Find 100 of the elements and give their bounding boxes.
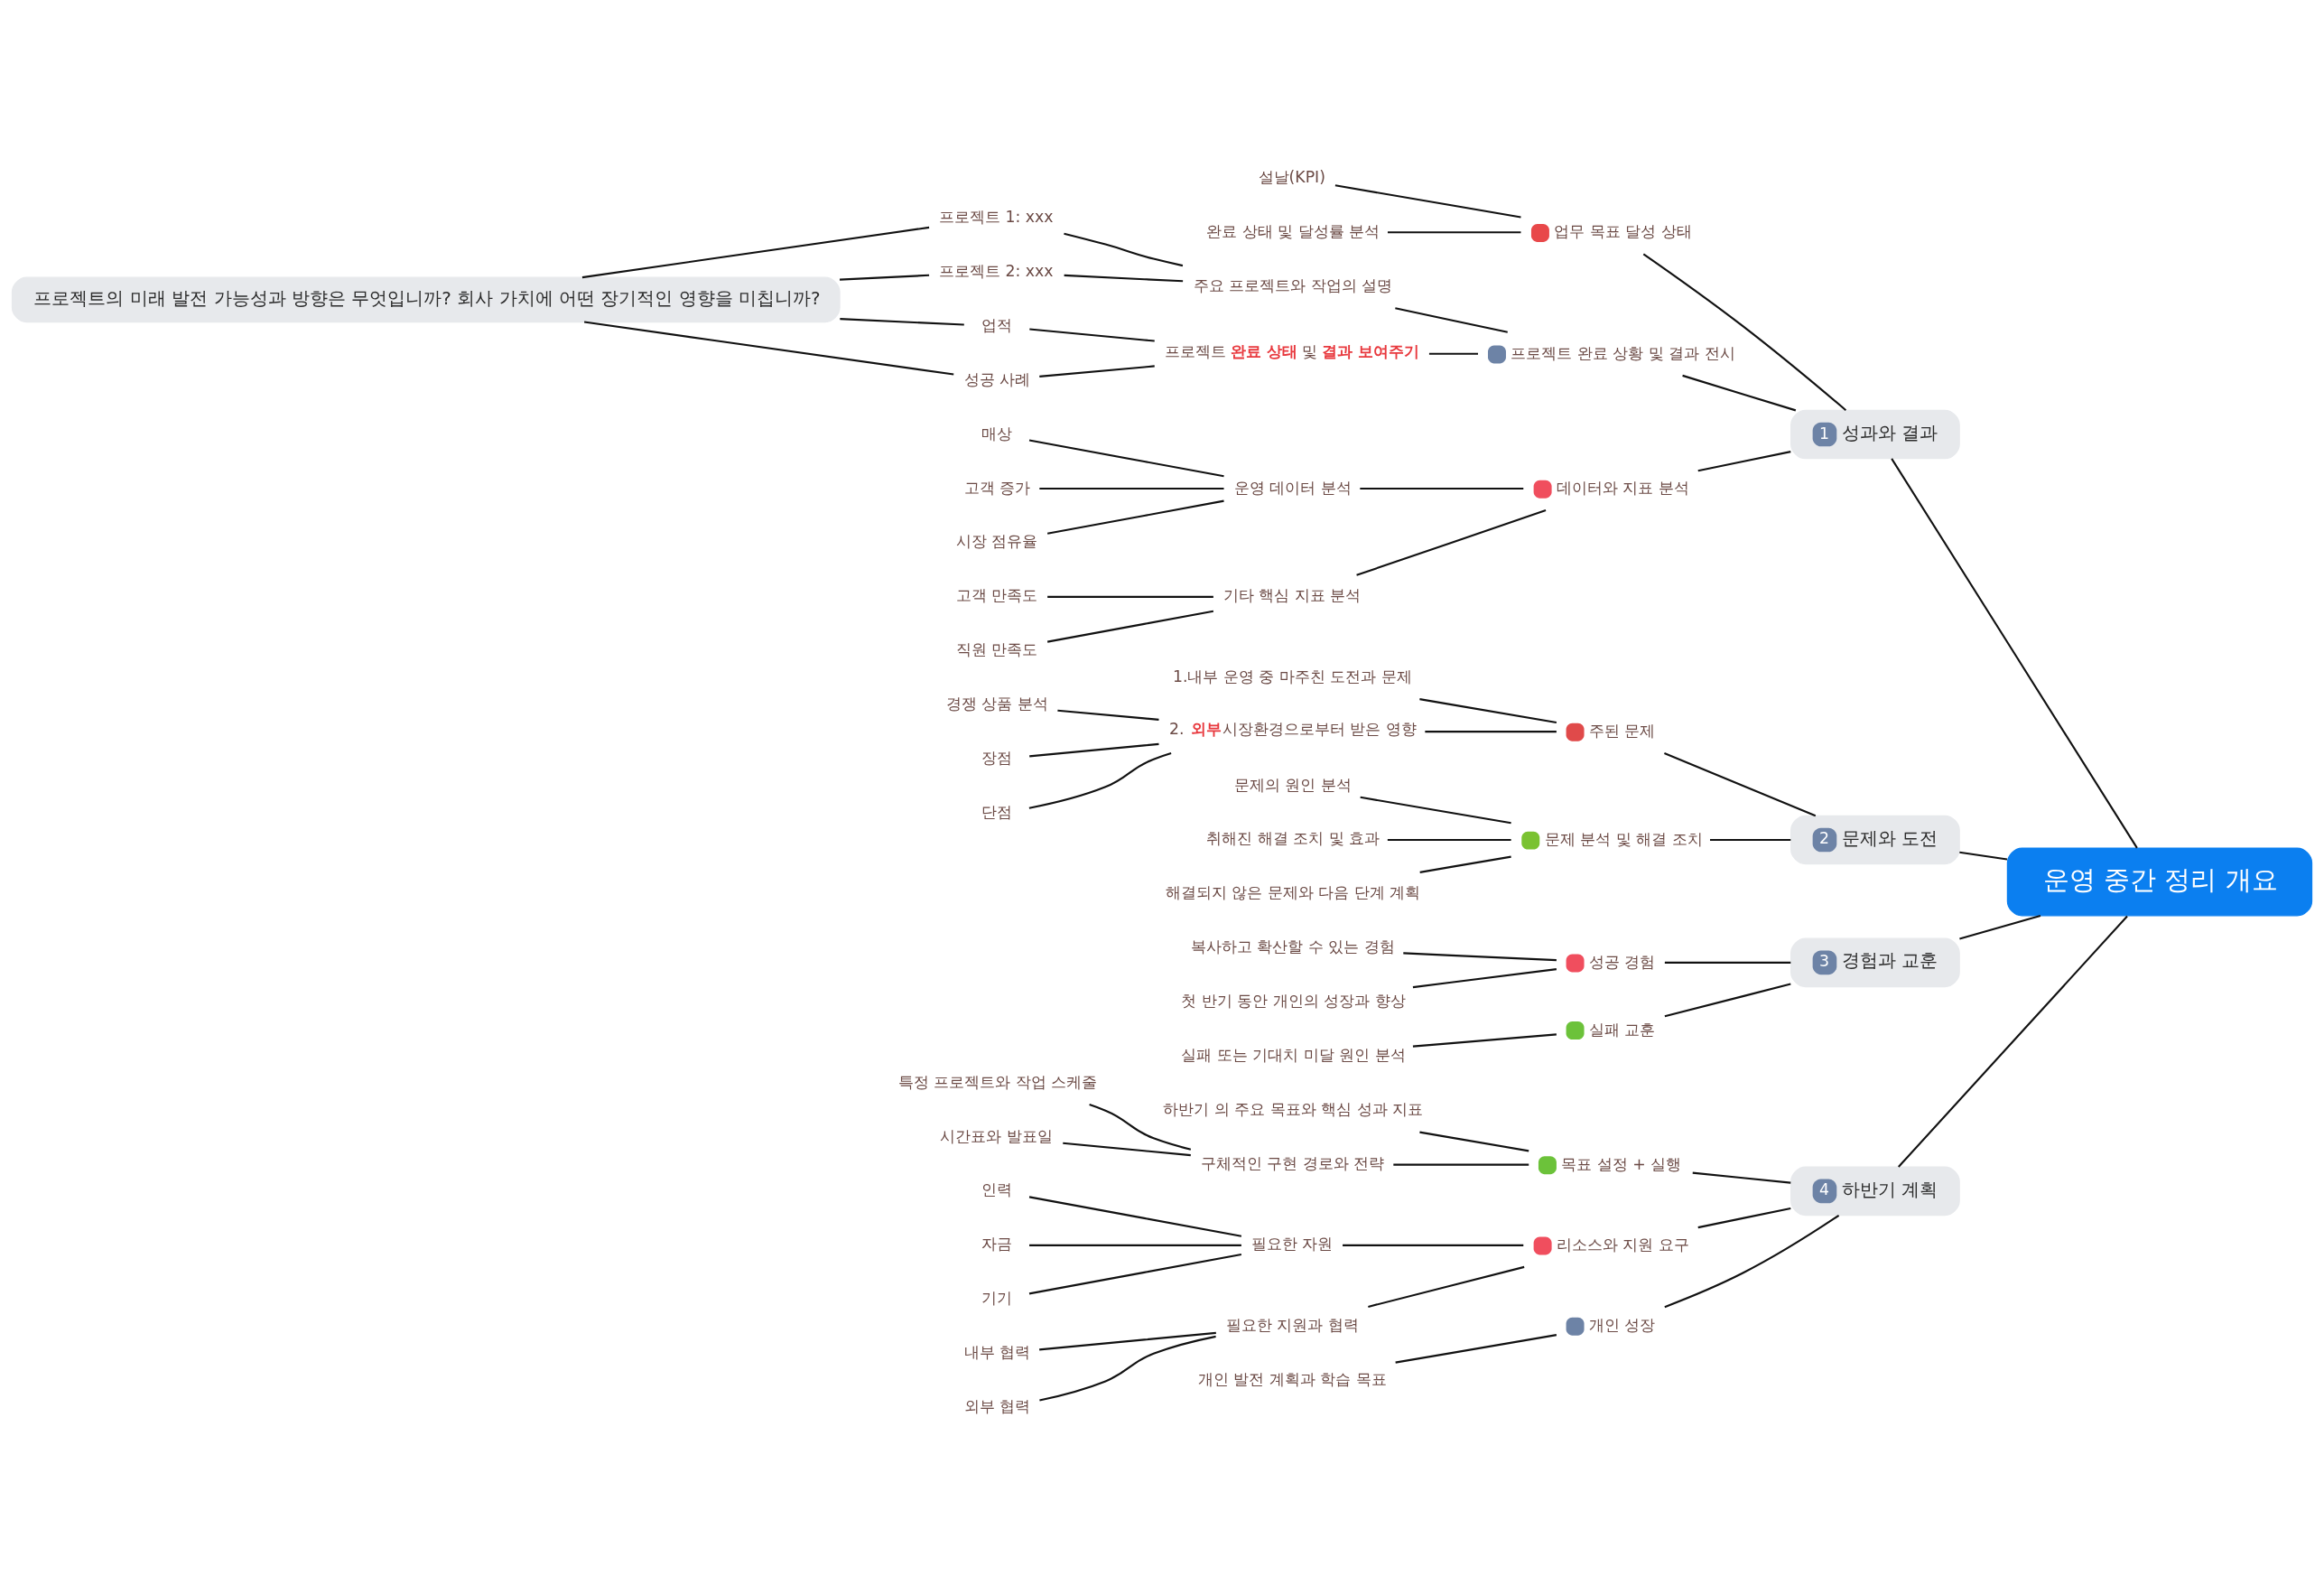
connector [1419,855,1511,873]
connector [1898,915,2128,1168]
connector [1710,838,1791,841]
node-text: 내부 협력 [963,1342,1031,1361]
connector [840,317,964,326]
connector [1697,450,1791,471]
connector [1343,1244,1524,1246]
node-label: 주된 문제 [1588,721,1656,740]
node-text: 장점 [981,748,1012,767]
node-text: 실패 또는 기대치 미달 원인 분석 [1181,1045,1406,1064]
node-text: 기기 [981,1288,1012,1307]
connector [1891,457,2138,848]
node-label: 업무 목표 달성 상태 [1554,221,1692,240]
connector [1395,306,1508,333]
connector [1682,374,1797,411]
connector [1697,1207,1791,1228]
node-text: 2. 외부시장환경으로부터 받은 영향 [1168,719,1417,738]
connector [1395,1333,1557,1364]
node-text: 자금 [981,1234,1012,1253]
connector [1959,914,2041,939]
connector [1393,1163,1529,1166]
node-label: 데이터와 지표 분석 [1556,478,1689,497]
connector [1387,230,1521,233]
connector [1039,1335,1216,1402]
connector [1368,1265,1525,1308]
node-text: 직원 만족도 [955,639,1038,658]
connector [1642,253,1847,411]
connector [839,274,930,281]
connector [1064,232,1184,266]
connector [1047,595,1213,598]
node-text: 운영 데이터 분석 [1233,478,1352,497]
node-label: 목표 설정 + 실행 [1561,1154,1682,1173]
node-text: 외부 협력 [963,1396,1031,1415]
node-text: 인력 [981,1179,1012,1198]
node-label: 문제 분석 및 해결 조치 [1544,829,1703,848]
connector [1028,1253,1242,1294]
node-text: 경쟁 상품 분석 [945,694,1048,713]
connector [1664,751,1817,816]
node-text: 1.내부 운영 중 마주친 도전과 문제 [1172,667,1412,685]
node-label: 성공 경험 [1588,952,1656,971]
connector [1356,508,1547,576]
node-text: 프로젝트 완료 상태 및 결과 보여주기 [1164,341,1420,360]
connector [1089,1103,1192,1151]
connector [1664,1214,1840,1308]
connector [1334,183,1521,219]
node-label: 개인 성장 [1588,1315,1656,1334]
connector [1039,364,1155,378]
node-box: 2 문제와 도전 [1790,815,1960,864]
node-box: 1 성과와 결과 [1790,409,1960,459]
node-text: 해결되지 않은 문제와 다음 단계 계획 [1166,882,1421,901]
connector [1664,961,1791,964]
node-text: 문제의 원인 분석 [1233,775,1352,794]
node-label: 프로젝트 완료 상황 및 결과 전시 [1511,343,1735,362]
connector [1028,751,1172,809]
connector [1046,499,1224,535]
node-text: 필요한 자원 [1250,1234,1334,1253]
connector [1039,1331,1216,1350]
connector [1387,838,1511,841]
connector [1029,742,1159,757]
connector [1029,327,1155,342]
node-text: 완료 상태 및 달성률 분석 [1206,221,1380,240]
node-text: 프로젝트 1: xxx [938,207,1054,226]
node-text: 구체적인 구현 경로와 전략 [1200,1153,1385,1172]
node-label: 실패 교훈 [1588,1020,1656,1039]
node-text: 고객 증가 [963,478,1031,497]
node-text: 취해진 해결 조치 및 효과 [1206,828,1380,847]
node-text: 매상 [981,424,1012,443]
connector [1028,438,1224,477]
node-label: 리소스와 지원 요구 [1556,1235,1689,1254]
connector [1057,709,1159,721]
node-text: 하반기 의 주요 목표와 핵심 성과 지표 [1163,1099,1424,1118]
node-text: 특정 프로젝트와 작업 스케줄 [897,1072,1098,1091]
connector [583,320,954,376]
connector [1063,1142,1191,1156]
node-text: 단점 [981,802,1012,821]
node-text: 필요한 지원과 협력 [1225,1315,1359,1334]
node-box: 4 하반기 계획 [1790,1166,1960,1216]
connector [1419,697,1557,723]
node-text: 개인 발전 계획과 학습 목표 [1197,1369,1387,1388]
node-box: 3 경험과 교훈 [1790,937,1960,987]
node-text: 시간표와 발표일 [940,1126,1053,1144]
connector [1412,967,1557,988]
connector [1403,951,1557,961]
node-text: 프로젝트 2: xxx [938,261,1054,280]
connector [1046,610,1214,643]
connector [581,226,930,278]
node-text: 시장 점유율 [955,531,1038,550]
connector [1029,1244,1241,1246]
connector [1425,730,1557,732]
connector [1428,352,1478,355]
node-box: 프로젝트의 미래 발전 가능성과 방향은 무엇입니까? 회사 가치에 어떤 장기적인 영향을 미칩니까? [11,276,841,322]
node-text: 주요 프로젝트와 작업의 설명 [1193,275,1393,294]
node-text: 고객 만족도 [955,585,1038,604]
connector [1959,851,2008,861]
node-text: 기타 핵심 지표 분석 [1222,585,1362,604]
connector [1692,1171,1791,1184]
connector [1419,1131,1529,1151]
node-text: 첫 반기 동안 개인의 성장과 향상 [1181,991,1406,1010]
connector [1360,796,1511,824]
connector [1039,487,1224,489]
